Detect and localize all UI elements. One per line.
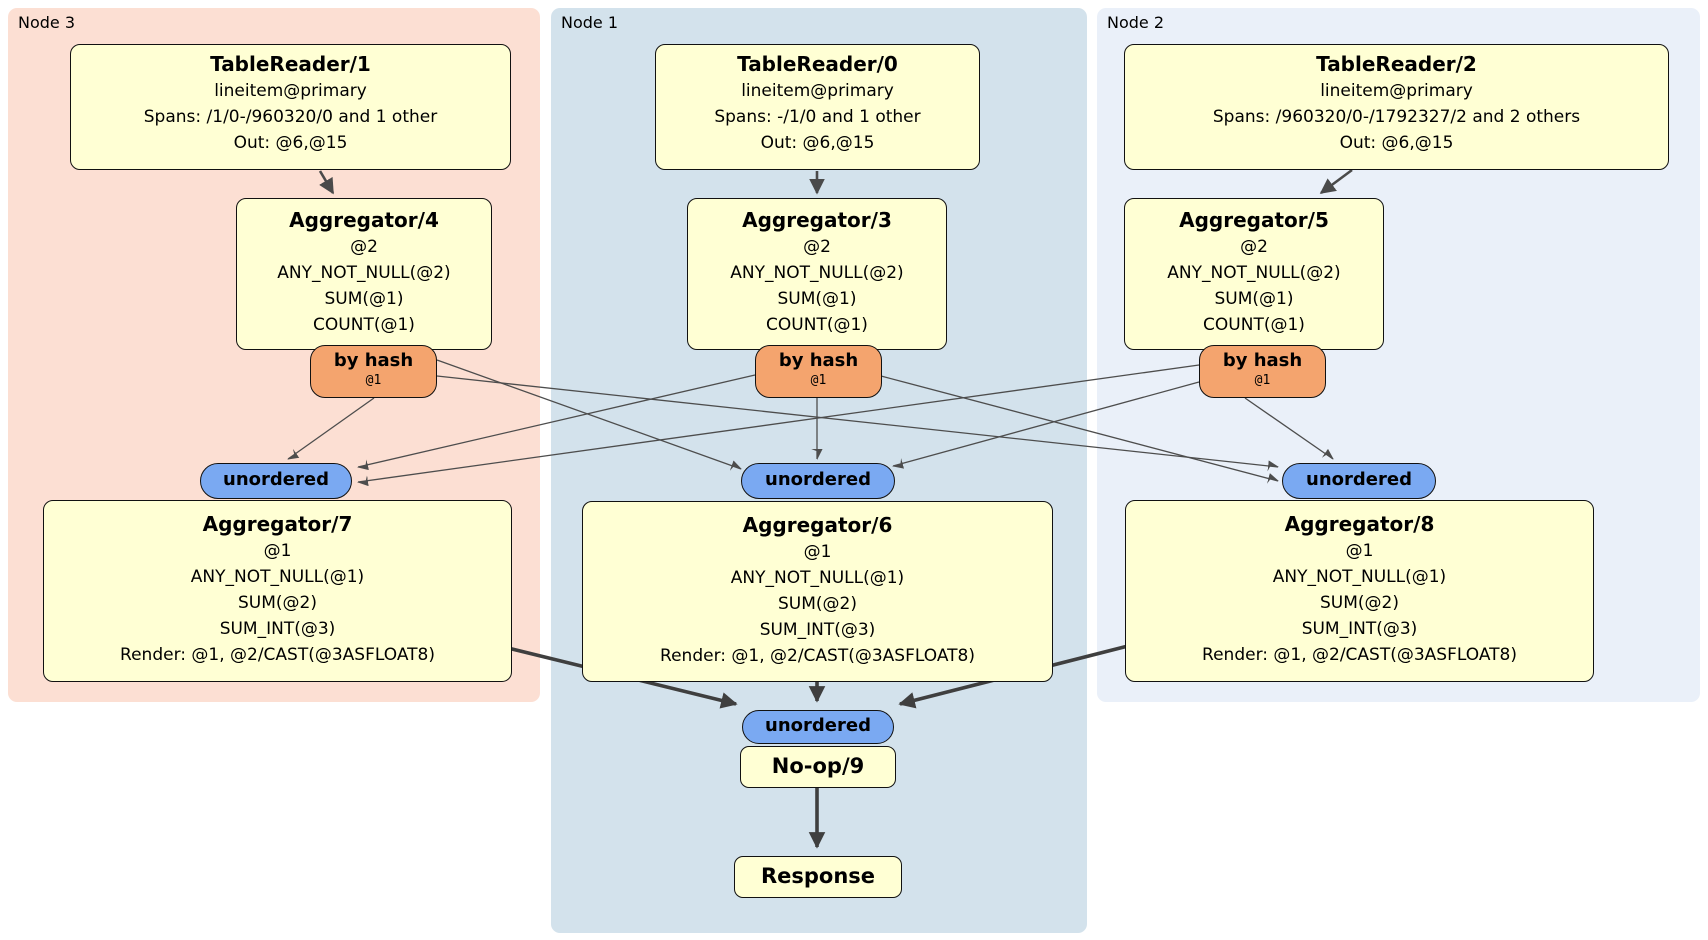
processor-line: @1 <box>803 542 832 562</box>
router-label: by hash <box>333 350 414 371</box>
aggregator-3-box: Aggregator/3 @2 ANY_NOT_NULL(@2) SUM(@1)… <box>687 198 947 350</box>
sync-unordered-node2: unordered <box>1282 463 1436 499</box>
processor-line: Out: @6,@15 <box>1339 133 1454 153</box>
processor-line: SUM_INT(@3) <box>759 620 876 640</box>
processor-line: Render: @1, @2/CAST(@3ASFLOAT8) <box>660 646 975 666</box>
processor-line: @2 <box>803 237 831 257</box>
node2-label: Node 2 <box>1107 13 1165 32</box>
processor-line: @1 <box>1345 541 1374 561</box>
tablereader-1-box: TableReader/1 lineitem@primary Spans: /1… <box>70 44 511 170</box>
processor-title: Aggregator/5 <box>1179 208 1329 232</box>
processor-line: lineitem@primary <box>214 81 367 101</box>
processor-line: SUM_INT(@3) <box>1301 619 1418 639</box>
tablereader-2-box: TableReader/2 lineitem@primary Spans: /9… <box>1124 44 1669 170</box>
router-key: @1 <box>810 373 827 388</box>
router-key: @1 <box>1254 373 1271 388</box>
response-box: Response <box>734 856 902 898</box>
aggregator-6-box: Aggregator/6 @1 ANY_NOT_NULL(@1) SUM(@2)… <box>582 501 1053 682</box>
processor-title: TableReader/1 <box>210 52 371 76</box>
aggregator-7-box: Aggregator/7 @1 ANY_NOT_NULL(@1) SUM(@2)… <box>43 500 512 682</box>
processor-line: Render: @1, @2/CAST(@3ASFLOAT8) <box>120 645 435 665</box>
sync-unordered-node1: unordered <box>741 463 895 499</box>
router-label: by hash <box>778 350 859 371</box>
router-key: @1 <box>365 373 382 388</box>
processor-line: SUM(@2) <box>778 594 857 614</box>
noop-9-box: No-op/9 <box>740 746 896 788</box>
node3-label: Node 3 <box>18 13 76 32</box>
processor-title: Aggregator/6 <box>742 513 893 537</box>
processor-line: Out: @6,@15 <box>760 133 875 153</box>
processor-line: COUNT(@1) <box>766 315 868 335</box>
processor-line: ANY_NOT_NULL(@1) <box>1272 567 1447 587</box>
processor-line: SUM(@2) <box>238 593 317 613</box>
processor-line: ANY_NOT_NULL(@1) <box>190 567 365 587</box>
tablereader-0-box: TableReader/0 lineitem@primary Spans: -/… <box>655 44 980 170</box>
processor-line: SUM(@1) <box>1214 289 1294 309</box>
node1-label: Node 1 <box>561 13 619 32</box>
processor-title: Aggregator/8 <box>1284 512 1435 536</box>
router-label: by hash <box>1222 350 1303 371</box>
router-by-hash-node2: by hash @1 <box>1199 345 1326 398</box>
processor-line: @2 <box>350 237 378 257</box>
processor-line: Out: @6,@15 <box>233 133 348 153</box>
processor-line: SUM(@1) <box>777 289 857 309</box>
processor-line: ANY_NOT_NULL(@2) <box>730 263 904 283</box>
processor-title: Aggregator/4 <box>289 208 439 232</box>
processor-line: Render: @1, @2/CAST(@3ASFLOAT8) <box>1202 645 1517 665</box>
processor-line: Spans: -/1/0 and 1 other <box>714 107 921 127</box>
processor-line: COUNT(@1) <box>1203 315 1305 335</box>
processor-line: lineitem@primary <box>741 81 894 101</box>
processor-title: Aggregator/3 <box>742 208 892 232</box>
aggregator-4-box: Aggregator/4 @2 ANY_NOT_NULL(@2) SUM(@1)… <box>236 198 492 350</box>
processor-line: @2 <box>1240 237 1268 257</box>
processor-line: @1 <box>263 541 292 561</box>
processor-line: SUM(@1) <box>324 289 404 309</box>
processor-line: SUM_INT(@3) <box>219 619 336 639</box>
processor-title: Aggregator/7 <box>202 512 353 536</box>
processor-line: ANY_NOT_NULL(@1) <box>730 568 905 588</box>
processor-line: lineitem@primary <box>1320 81 1473 101</box>
processor-title: TableReader/2 <box>1316 52 1477 76</box>
router-by-hash-node3: by hash @1 <box>310 345 437 398</box>
router-by-hash-node1: by hash @1 <box>755 345 882 398</box>
processor-line: SUM(@2) <box>1320 593 1399 613</box>
aggregator-5-box: Aggregator/5 @2 ANY_NOT_NULL(@2) SUM(@1)… <box>1124 198 1384 350</box>
processor-line: COUNT(@1) <box>313 315 415 335</box>
sync-unordered-node3: unordered <box>200 463 352 499</box>
processor-line: ANY_NOT_NULL(@2) <box>1167 263 1341 283</box>
processor-title: TableReader/0 <box>737 52 898 76</box>
processor-line: ANY_NOT_NULL(@2) <box>277 263 451 283</box>
aggregator-8-box: Aggregator/8 @1 ANY_NOT_NULL(@1) SUM(@2)… <box>1125 500 1594 682</box>
processor-line: Spans: /1/0-/960320/0 and 1 other <box>143 107 438 127</box>
processor-line: Spans: /960320/0-/1792327/2 and 2 others <box>1212 107 1581 127</box>
sync-unordered-final: unordered <box>742 710 894 744</box>
